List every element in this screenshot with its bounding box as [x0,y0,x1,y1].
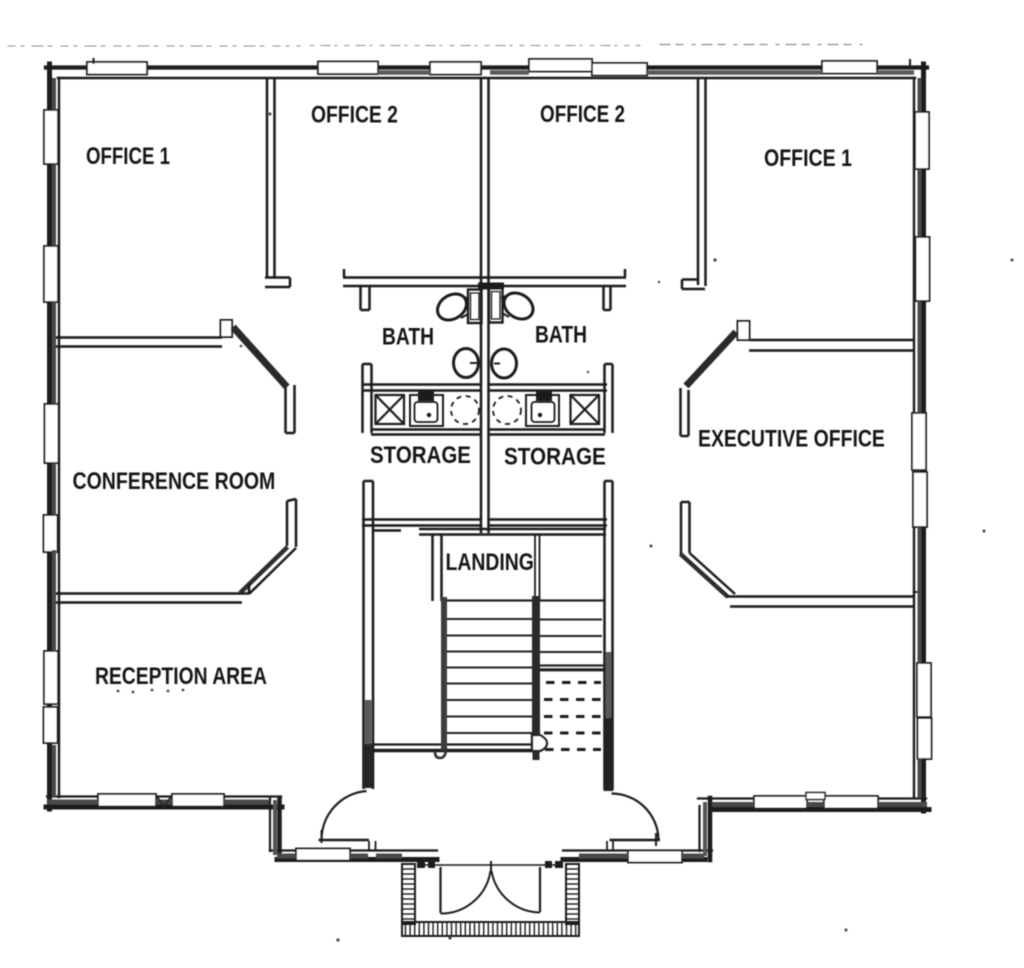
svg-text:EXECUTIVE OFFICE: EXECUTIVE OFFICE [698,424,885,452]
svg-text:OFFICE 1: OFFICE 1 [86,142,170,170]
svg-text:LANDING: LANDING [445,548,533,576]
svg-text:OFFICE 2: OFFICE 2 [311,100,398,128]
svg-text:STORAGE: STORAGE [504,442,606,470]
svg-text:RECEPTION AREA: RECEPTION AREA [95,662,267,690]
svg-text:CONFERENCE ROOM: CONFERENCE ROOM [73,467,276,495]
svg-text:BATH: BATH [382,322,434,350]
svg-text:STORAGE: STORAGE [370,441,471,468]
svg-text:OFFICE 2: OFFICE 2 [540,100,625,128]
svg-text:OFFICE 1: OFFICE 1 [764,144,852,172]
svg-text:BATH: BATH [535,320,587,348]
